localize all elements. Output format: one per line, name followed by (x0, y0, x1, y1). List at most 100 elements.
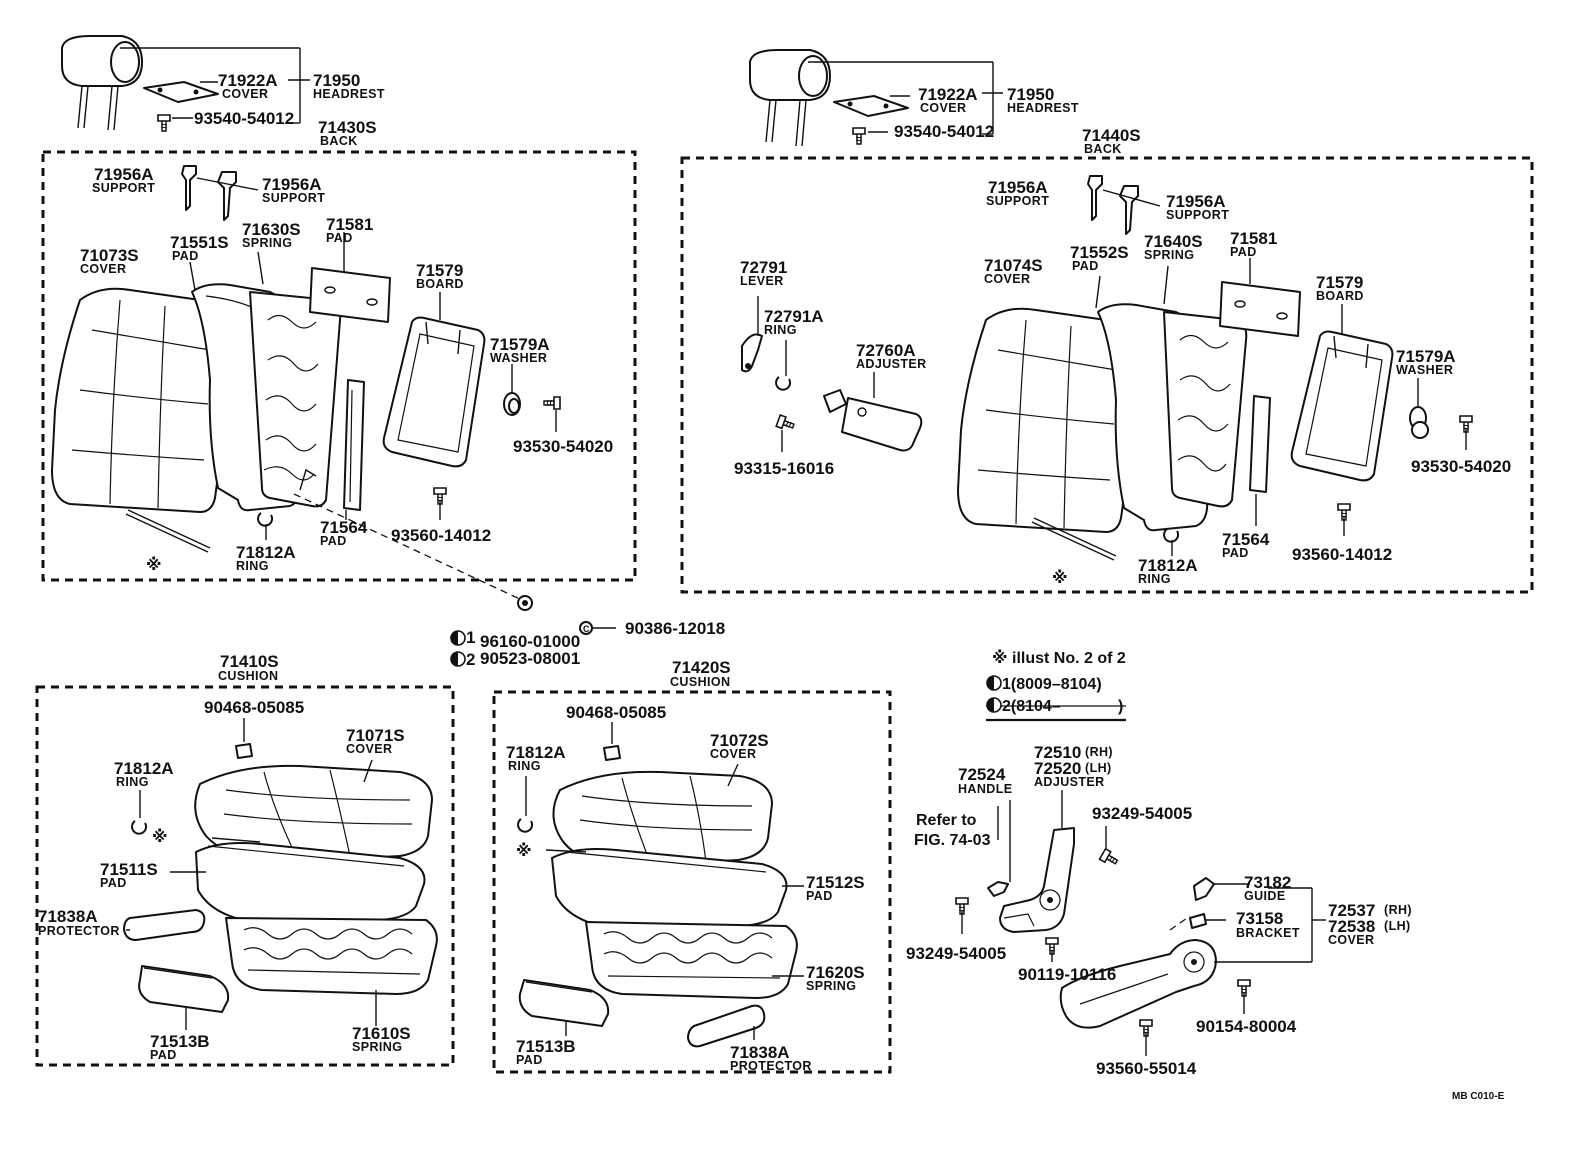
back-spring-left (249, 291, 342, 508)
label-suffix: (RH) (1384, 903, 1412, 917)
label-num: 71552S (1070, 243, 1129, 262)
footer-code: MB C010-E (1452, 1091, 1505, 1102)
label-num: 93249-54005 (1092, 804, 1192, 823)
label-name: CUSHION (218, 669, 278, 683)
label-name: PROTECTOR (730, 1059, 812, 1073)
label-name: HANDLE (958, 782, 1012, 796)
label-name: PAD (806, 889, 833, 903)
label-num: 71630S (242, 220, 301, 239)
label-num: 71564 (320, 518, 368, 537)
label-num: 93560-55014 (1096, 1059, 1197, 1078)
label-name: RING (764, 323, 797, 337)
label-name: RING (236, 559, 269, 573)
legend-mark-2-close: ) (1118, 698, 1123, 715)
label-name: BOARD (1316, 289, 1364, 303)
label-name: SPRING (242, 236, 292, 250)
label-suffix: (RH) (1085, 745, 1113, 759)
label-num: 71610S (352, 1024, 411, 1043)
svg-text:C: C (583, 624, 590, 634)
lever-right (741, 333, 763, 373)
clip-90386: C (579, 621, 593, 635)
label-name: COVER (222, 87, 268, 101)
legend-mark-1: 1(8009–8104) (1002, 676, 1102, 693)
label-name: HEADREST (1007, 101, 1079, 115)
label-num: 71579 (416, 261, 463, 280)
label-name: PAD (1072, 259, 1099, 273)
label-name: BOARD (416, 277, 464, 291)
label-num: 90468-05085 (566, 703, 666, 722)
frame-back-right (680, 156, 1534, 594)
label-num: 90119-10116 (1018, 965, 1116, 984)
label-num: 93530-54020 (1411, 457, 1511, 476)
label-num: 71512S (806, 873, 865, 892)
label-name: PAD (150, 1048, 177, 1062)
label-name: LEVER (740, 274, 784, 288)
back-spring-right (1163, 311, 1248, 508)
grommet (517, 595, 533, 611)
label-num: 72791A (764, 307, 824, 326)
label-num: 71511S (100, 860, 158, 879)
label-num: 72510 (1034, 743, 1081, 762)
legend-mark-1-icon (986, 675, 1002, 691)
label-num: 72524 (958, 765, 1006, 784)
label-name: PAD (1230, 245, 1257, 259)
label-num: 72537 (1328, 901, 1375, 920)
label-name: COVER (920, 101, 966, 115)
label-name: SPRING (352, 1040, 402, 1054)
label-num: 90386-12018 (625, 619, 725, 638)
label-num: 71812A (506, 743, 566, 762)
label-num: 71956A (1166, 192, 1226, 211)
label-name: CUSHION (670, 675, 730, 689)
label-index: 1 (466, 628, 475, 647)
label-name: COVER (80, 262, 126, 276)
legend-illust: ※ illust No. 2 of 2 (992, 649, 1126, 667)
cushion-pad-left (195, 842, 426, 925)
label-num: 90523-08001 (480, 649, 580, 668)
label-num: 71812A (236, 543, 296, 562)
label-num: 71440S (1082, 126, 1141, 145)
label-num: 72791 (740, 258, 787, 277)
cushion-spring-right (585, 921, 798, 999)
label-num: 71956A (262, 175, 322, 194)
label-num: 93540-54012 (194, 109, 294, 128)
mark-1-icon (450, 630, 466, 646)
frame-back-left (41, 150, 637, 582)
asterisk-mark: ※ (1052, 569, 1068, 587)
label-num: 71579A (490, 335, 550, 354)
legend-mark-2-icon (986, 697, 1002, 713)
wire-left (127, 509, 211, 549)
label-name: PAD (1222, 546, 1249, 560)
label-num: 71922A (218, 71, 278, 90)
back-board-right (1290, 330, 1394, 482)
support-left-2 (217, 171, 237, 221)
label-num: 71073S (80, 246, 139, 265)
label-suffix: (LH) (1085, 761, 1112, 775)
label-name: SUPPORT (262, 191, 325, 205)
label-name: SPRING (806, 979, 856, 993)
label-name: SPRING (1144, 248, 1194, 262)
cushion-cover-right (552, 770, 773, 867)
label-num: 71564 (1222, 530, 1270, 549)
label-num: 71950 (313, 71, 360, 90)
label-num: 71812A (1138, 556, 1198, 575)
washer-left (503, 392, 521, 416)
label-name: PAD (100, 876, 127, 890)
guide-73182 (1193, 877, 1215, 901)
label-index: 2 (466, 650, 475, 669)
support-right-2 (1119, 185, 1139, 235)
support-right-1 (1087, 175, 1103, 221)
label-num: 93560-14012 (1292, 545, 1392, 564)
label-num: 71410S (220, 652, 279, 671)
label-num: 71513B (516, 1037, 576, 1056)
label-name: ADJUSTER (1034, 775, 1105, 789)
label-name: WASHER (1396, 363, 1453, 377)
label-name: ADJUSTER (856, 357, 927, 371)
label-name: PAD (172, 249, 199, 263)
side-pad-left (343, 379, 365, 511)
label-num: 72520 (1034, 759, 1081, 778)
label-name: SUPPORT (1166, 208, 1229, 222)
part-labels: 71922A COVER 71950 HEADREST 93540-54012 … (38, 71, 1511, 1102)
label-num: 73158 (1236, 909, 1283, 928)
label-name: BACK (1084, 142, 1122, 156)
label-name: COVER (346, 742, 392, 756)
